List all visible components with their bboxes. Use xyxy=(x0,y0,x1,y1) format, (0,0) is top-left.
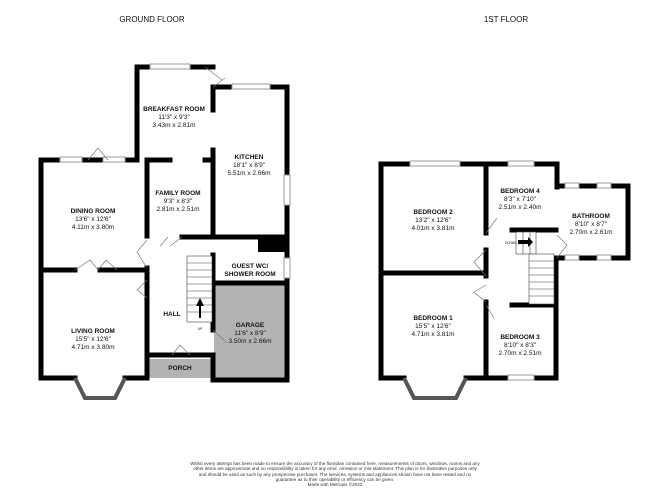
svg-text:8'3" x 7'10": 8'3" x 7'10" xyxy=(504,196,537,203)
svg-text:2.70m x 2.51m: 2.70m x 2.51m xyxy=(499,350,542,357)
svg-text:BEDROOM 3: BEDROOM 3 xyxy=(500,334,540,341)
kitchen-unit xyxy=(258,237,287,252)
svg-text:BREAKFAST ROOM: BREAKFAST ROOM xyxy=(143,106,205,113)
room-hall: HALL xyxy=(163,311,180,318)
bay-window xyxy=(73,377,127,400)
svg-text:LIVING ROOM: LIVING ROOM xyxy=(71,328,115,335)
room-guest-wc: GUEST WC/ SHOWER ROOM xyxy=(224,263,275,278)
stairs-label: DOWN xyxy=(505,241,517,245)
wall xyxy=(378,161,560,381)
bay-window xyxy=(402,377,468,400)
svg-text:KITCHEN: KITCHEN xyxy=(235,154,264,161)
svg-text:13'6" x 12'6": 13'6" x 12'6" xyxy=(75,216,111,223)
svg-text:4.71m x 3.81m: 4.71m x 3.81m xyxy=(412,331,455,338)
garage-fill xyxy=(214,284,287,378)
room-living-room: LIVING ROOM 15'5" x 12'6" 4.71m x 3.80m xyxy=(71,328,115,351)
room-porch: PORCH xyxy=(168,365,192,372)
svg-text:BATHROOM: BATHROOM xyxy=(572,213,610,220)
svg-text:GARAGE: GARAGE xyxy=(236,322,265,329)
svg-text:4.01m x 3.81m: 4.01m x 3.81m xyxy=(412,225,455,232)
first-floor-title: 1ST FLOOR xyxy=(484,15,529,24)
room-family-room: FAMILY ROOM 9'3" x 8'3" 2.81m x 2.51m xyxy=(155,190,200,213)
svg-text:2.70m x 2.61m: 2.70m x 2.61m xyxy=(570,229,613,236)
svg-text:11'3" x 9'3": 11'3" x 9'3" xyxy=(158,114,190,121)
svg-text:GUEST WC/: GUEST WC/ xyxy=(232,263,269,270)
window xyxy=(596,254,612,261)
room-breakfast-room: BREAKFAST ROOM 11'3" x 9'3" 3.43m x 2.81… xyxy=(143,106,205,129)
room-bedroom-1: BEDROOM 1 15'5" x 12'6" 4.71m x 3.81m xyxy=(412,315,455,338)
stairs xyxy=(186,255,213,323)
door xyxy=(204,66,226,88)
door xyxy=(473,217,568,319)
svg-text:15'5" x 12'6": 15'5" x 12'6" xyxy=(415,323,451,330)
disclaimer: Whilst every attempt has been made to en… xyxy=(190,461,480,487)
window xyxy=(409,160,461,167)
svg-text:15'5" x 12'6": 15'5" x 12'6" xyxy=(75,336,111,343)
door xyxy=(171,329,228,356)
room-bedroom-2: BEDROOM 2 13'2" x 12'6" 4.01m x 3.81m xyxy=(412,209,455,232)
svg-text:BEDROOM 1: BEDROOM 1 xyxy=(413,315,453,322)
svg-text:4.11m x 3.80m: 4.11m x 3.80m xyxy=(72,224,115,231)
window xyxy=(231,83,271,90)
stairs-label: UP xyxy=(198,327,204,331)
svg-text:SHOWER ROOM: SHOWER ROOM xyxy=(224,271,275,278)
disclaimer-text: Whilst every attempt has been made to en… xyxy=(190,461,480,482)
wall xyxy=(554,183,631,261)
made-with-credit: Made with Metropix ©2022 xyxy=(307,482,363,488)
room-bathroom: BATHROOM 8'10" x 8'7" 2.70m x 2.61m xyxy=(570,213,613,236)
svg-text:2.51m x 2.40m: 2.51m x 2.40m xyxy=(499,204,542,211)
wall xyxy=(509,227,559,308)
stairs xyxy=(515,231,555,305)
window xyxy=(596,182,612,189)
svg-text:9'3" x 8'3": 9'3" x 8'3" xyxy=(164,198,193,205)
window xyxy=(564,182,580,189)
svg-text:BEDROOM 4: BEDROOM 4 xyxy=(500,188,540,195)
first-floor-plan: DOWN BEDROOM 2 13'2" x 12'6" 4.01m x 3.8… xyxy=(378,160,631,400)
window xyxy=(507,160,535,167)
door xyxy=(74,147,118,271)
ground-floor-plan: UP BREAKFAST ROOM 11'3" x 9'3" 3.43m x 2… xyxy=(38,63,291,400)
svg-text:18'1" x 8'9": 18'1" x 8'9" xyxy=(233,162,266,169)
room-bedroom-4: BEDROOM 4 8'3" x 7'10" 2.51m x 2.40m xyxy=(499,188,542,211)
window xyxy=(59,156,83,163)
wall xyxy=(463,255,559,381)
stairs-arrow-icon xyxy=(518,237,533,247)
stairs-arrow-icon xyxy=(196,298,204,318)
svg-text:8'10" x 8'3": 8'10" x 8'3" xyxy=(504,342,537,349)
svg-text:4.71m x 3.80m: 4.71m x 3.80m xyxy=(72,344,115,351)
ground-floor-title: GROUND FLOOR xyxy=(119,15,185,24)
svg-text:13'2" x 12'6": 13'2" x 12'6" xyxy=(415,217,451,224)
svg-text:11'6" x 8'9": 11'6" x 8'9" xyxy=(234,330,266,337)
svg-text:8'10" x 8'7": 8'10" x 8'7" xyxy=(575,221,608,228)
svg-text:3.43m x 2.81m: 3.43m x 2.81m xyxy=(153,122,196,129)
svg-text:FAMILY ROOM: FAMILY ROOM xyxy=(155,190,200,197)
room-dining-room: DINING ROOM 13'6" x 12'6" 4.11m x 3.80m xyxy=(71,208,116,231)
svg-text:DINING ROOM: DINING ROOM xyxy=(71,208,116,215)
window xyxy=(283,257,291,279)
svg-text:3.50m x 2.66m: 3.50m x 2.66m xyxy=(229,338,272,345)
svg-text:5.51m x 2.66m: 5.51m x 2.66m xyxy=(228,170,271,177)
door xyxy=(136,236,183,299)
porch-fill xyxy=(148,359,212,378)
window xyxy=(507,374,535,381)
svg-text:2.81m x 2.51m: 2.81m x 2.51m xyxy=(157,206,200,213)
svg-text:BEDROOM 2: BEDROOM 2 xyxy=(413,209,453,216)
window xyxy=(149,63,191,70)
window xyxy=(283,174,291,206)
window xyxy=(102,156,126,163)
room-kitchen: KITCHEN 18'1" x 8'9" 5.51m x 2.66m xyxy=(228,154,271,177)
room-garage: GARAGE 11'6" x 8'9" 3.50m x 2.66m xyxy=(229,322,272,345)
window xyxy=(564,254,580,261)
room-bedroom-3: BEDROOM 3 8'10" x 8'3" 2.70m x 2.51m xyxy=(499,334,542,357)
